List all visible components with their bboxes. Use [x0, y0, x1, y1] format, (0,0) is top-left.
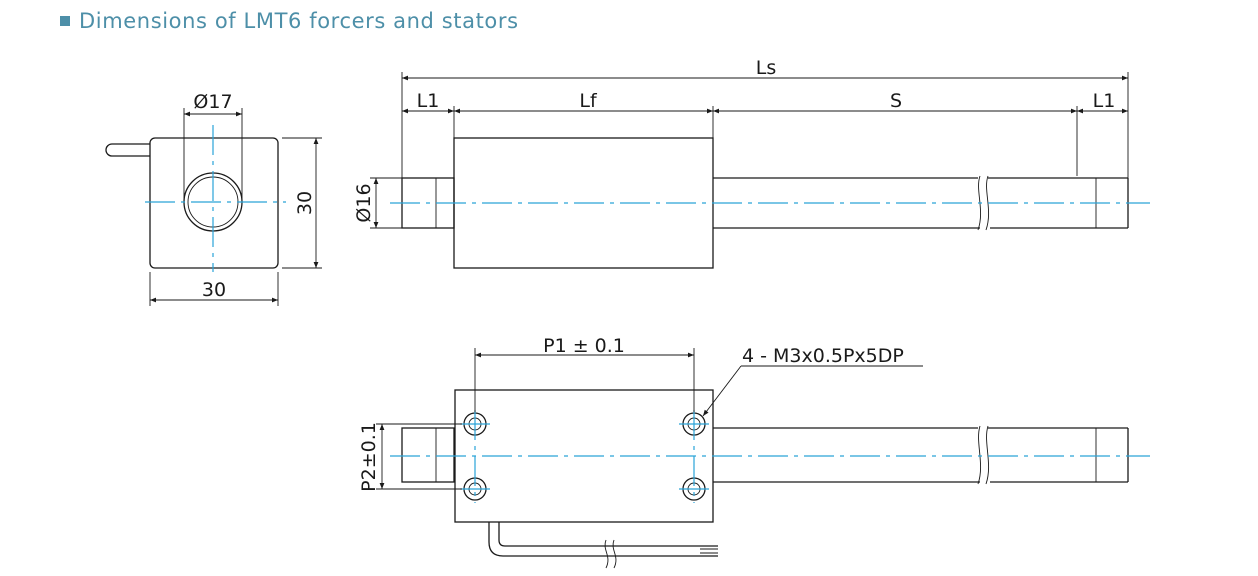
forcer-length-label: Lf	[579, 90, 598, 112]
end-width-label: 30	[202, 279, 226, 301]
end-height-label: 30	[294, 191, 316, 215]
thread-spec-label: 4 - M3x0.5Px5DP	[742, 345, 904, 367]
hole-pitch-x-label: P1 ± 0.1	[543, 335, 625, 357]
stator-length-label: Ls	[756, 57, 776, 79]
shaft-diameter-label: Ø16	[353, 183, 375, 222]
right-margin-label: L1	[1093, 90, 1116, 112]
section-heading: Dimensions of LMT6 forcers and stators	[60, 6, 519, 36]
end-diameter-label: Ø17	[193, 91, 232, 113]
hole-pitch-y-label: P2±0.1	[358, 422, 380, 492]
end-view	[105, 108, 322, 306]
stroke-label: S	[890, 90, 902, 112]
section-title: Dimensions of LMT6 forcers and stators	[79, 9, 519, 33]
left-margin-label: L1	[417, 90, 440, 112]
side-view	[370, 72, 1150, 269]
top-view	[376, 348, 1150, 569]
square-bullet-icon	[60, 16, 70, 26]
